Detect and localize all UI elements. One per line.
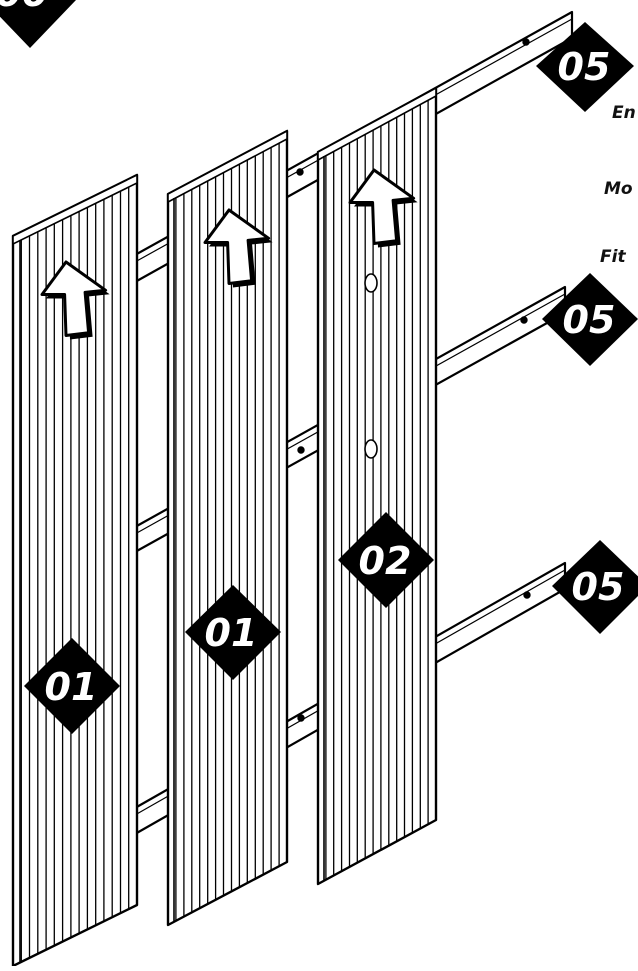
badge-panel-left-label: 01 — [45, 665, 98, 709]
badge-rail-bottom-label: 05 — [572, 565, 625, 609]
badge-corner-label: 00 — [0, 0, 48, 15]
badge-rail-bottom: 05 — [552, 540, 638, 634]
side-note-1: En — [612, 103, 636, 123]
badge-rail-top: 05 — [536, 22, 634, 112]
panel-middle — [166, 129, 289, 927]
side-note-2: Mo — [604, 179, 633, 199]
panel-right — [316, 86, 438, 886]
badge-rail-middle: 05 — [542, 273, 638, 366]
badge-rail-top-label: 05 — [558, 45, 611, 89]
push-arrow-icon — [203, 208, 271, 285]
badge-panel-middle-label: 01 — [205, 611, 258, 655]
badge-rail-middle-label: 05 — [563, 298, 616, 342]
badge-panel-left: 01 — [24, 638, 120, 734]
push-arrow-icon — [348, 168, 416, 245]
push-arrows — [40, 168, 418, 340]
badge-corner: 00 — [0, 0, 76, 48]
push-arrow-icon — [40, 260, 108, 337]
badge-panel-middle: 01 — [185, 585, 281, 680]
badge-panel-right-label: 02 — [359, 539, 412, 583]
vent-hole — [364, 273, 378, 459]
badge-panel-right: 02 — [338, 512, 434, 608]
side-note-3: Fit — [600, 247, 626, 267]
